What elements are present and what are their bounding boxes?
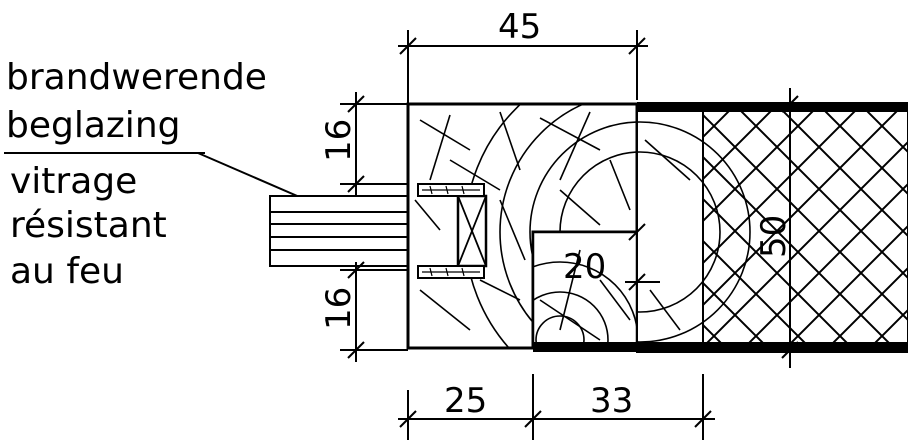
top-facing bbox=[637, 102, 908, 112]
label-french-line3: au feu bbox=[10, 251, 124, 292]
label-dutch-line2: beglazing bbox=[6, 105, 181, 146]
glazing-bead bbox=[456, 194, 488, 268]
dimension-lower-left-label: 16 bbox=[319, 287, 359, 330]
dimension-lower-left bbox=[340, 261, 408, 362]
label-dutch-line1: brandwerende bbox=[6, 57, 267, 98]
dimension-bottom-right-label: 33 bbox=[590, 381, 633, 421]
rebate-block bbox=[531, 230, 639, 350]
door-core bbox=[533, 102, 908, 353]
dimension-upper-left-label: 16 bbox=[319, 119, 359, 162]
label-french-line1: vitrage bbox=[10, 161, 138, 202]
dimension-bottom bbox=[398, 374, 715, 440]
label-french-line2: résistant bbox=[10, 205, 167, 246]
dimension-thickness bbox=[781, 88, 799, 368]
dimension-rebate-label: 20 bbox=[563, 247, 606, 287]
bottom-facing bbox=[533, 342, 908, 352]
dimension-rebate bbox=[625, 222, 660, 296]
dimension-top bbox=[398, 30, 648, 104]
dimension-bottom-left-label: 25 bbox=[444, 381, 487, 421]
dimension-top-label: 45 bbox=[498, 7, 541, 47]
dimension-thickness-label: 50 bbox=[754, 215, 794, 258]
dimension-upper-left bbox=[340, 92, 408, 196]
